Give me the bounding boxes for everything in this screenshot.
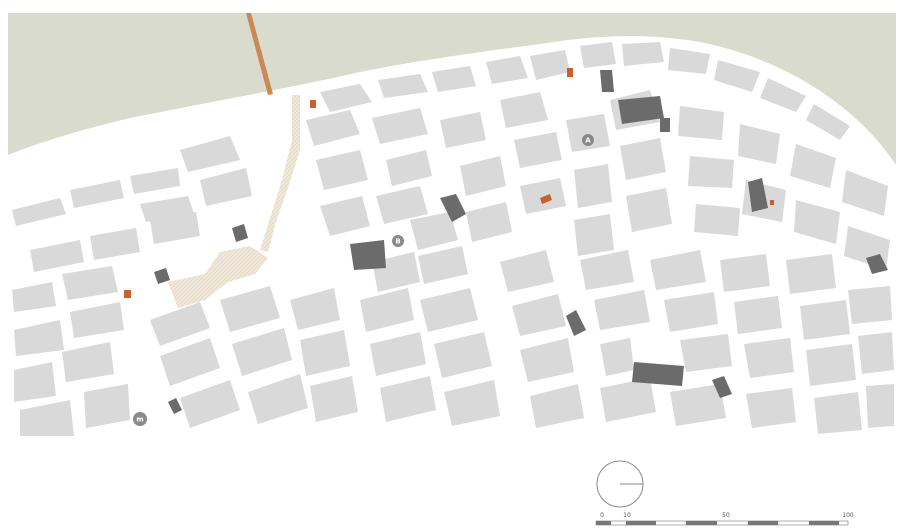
river: [8, 13, 896, 165]
highlight-buildings: [124, 68, 774, 298]
svg-text:m: m: [136, 416, 143, 424]
scale-label-50: 50: [722, 512, 730, 519]
marker-b: B: [392, 235, 404, 247]
svg-text:A: A: [585, 137, 591, 145]
building-blocks: [12, 42, 894, 436]
marker-a: A: [582, 134, 594, 146]
bridge: [246, 13, 273, 95]
north-arrow: [596, 460, 644, 508]
scale-label-0: 0: [600, 512, 604, 519]
map-area: A B m: [8, 13, 896, 436]
svg-text:B: B: [395, 238, 400, 246]
marker-m: m: [133, 412, 147, 426]
plaza-path: [260, 95, 300, 252]
scale-label-100: 100: [842, 512, 854, 519]
scale-bar: 0 10 50 100: [595, 512, 854, 526]
scale-label-10: 10: [623, 512, 631, 519]
landmark-buildings: [154, 70, 888, 414]
plaza-main: [168, 246, 268, 308]
